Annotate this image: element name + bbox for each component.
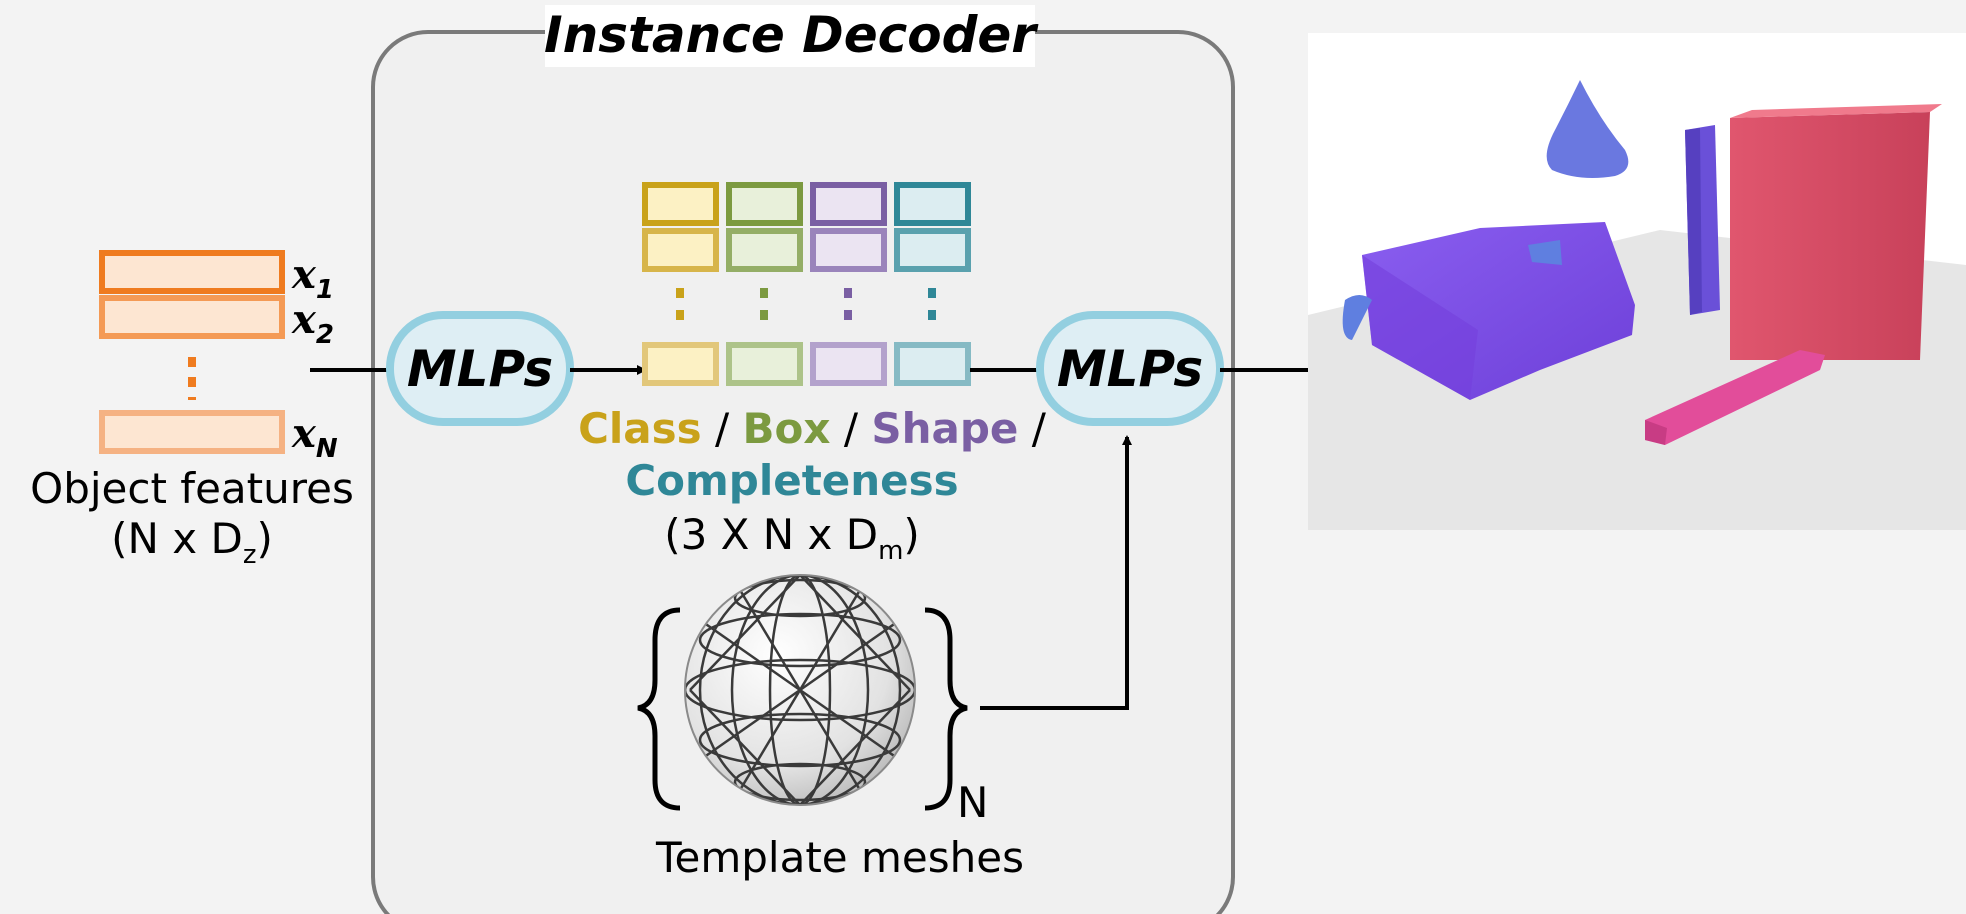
head-column-shape bbox=[810, 182, 887, 386]
mlp-right-label: MLPs bbox=[1057, 340, 1203, 398]
arrow-template-to-mlp bbox=[980, 435, 1132, 710]
feature-vector-1 bbox=[99, 250, 285, 294]
brace-left bbox=[637, 607, 681, 811]
head-column-completeness bbox=[894, 182, 971, 386]
sphere-mesh-icon bbox=[684, 574, 916, 806]
feature-vector-2 bbox=[99, 295, 285, 339]
brace-right bbox=[924, 607, 968, 811]
object-feature-vectors bbox=[99, 250, 285, 454]
mlp-left-label: MLPs bbox=[407, 340, 553, 398]
object-features-dims: (N x Dz) bbox=[111, 514, 273, 570]
head-column-class bbox=[642, 182, 719, 386]
feature-label-x1: x1 bbox=[291, 251, 334, 305]
lamp-object bbox=[1546, 80, 1629, 178]
title-backing bbox=[545, 5, 1035, 67]
head-dims: (3 X N x Dm) bbox=[664, 510, 920, 566]
feature-label-xn: xN bbox=[291, 410, 338, 464]
template-meshes-label: Template meshes bbox=[655, 833, 1024, 882]
feature-vector-n bbox=[99, 410, 285, 454]
head-labels-line1: Class / Box / Shape / bbox=[578, 404, 1047, 453]
feature-label-x2: x2 bbox=[291, 296, 334, 350]
wardrobe-object bbox=[1730, 112, 1930, 360]
head-label-completeness: Completeness bbox=[625, 456, 958, 505]
object-features-label: Object features bbox=[30, 464, 354, 513]
output-scene-render bbox=[1308, 33, 1966, 530]
template-count-label: N bbox=[957, 778, 988, 827]
decoder-title: Instance Decoder bbox=[544, 6, 1039, 64]
bench-object bbox=[1645, 350, 1825, 445]
head-column-box bbox=[726, 182, 803, 386]
